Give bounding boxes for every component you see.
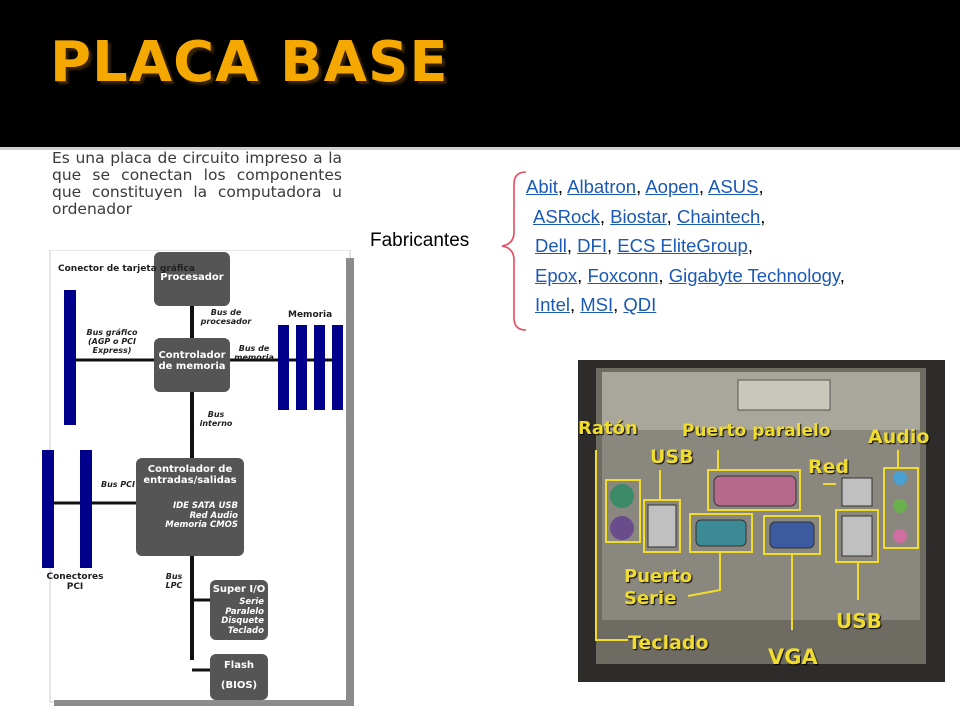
link-dfi[interactable]: DFI [577, 235, 607, 256]
manufacturers-line-2: ASRock, Biostar, Chaintech, [533, 205, 766, 227]
manufacturers-list: Abit, Albatron, Aopen, ASUS, ASRock, Bio… [526, 172, 946, 320]
fabricantes-label: Fabricantes [370, 230, 470, 251]
label-bus-procesador: Bus de procesador [200, 308, 252, 326]
photo-label-usb-top: USB [650, 446, 694, 468]
controlador-es-items: IDE SATA USB Red Audio Memoria CMOS [165, 501, 238, 530]
link-chaintech[interactable]: Chaintech [676, 205, 761, 227]
link-dell[interactable]: Dell [535, 235, 567, 256]
manufacturers-line-1: Abit, Albatron, Aopen, ASUS, [526, 176, 764, 197]
photo-label-audio: Audio [868, 426, 930, 448]
label-bus-pci: Bus PCI [100, 480, 136, 489]
manufacturers-line-5: Intel, MSI, QDI [535, 294, 657, 315]
label-bus-interno: Bus interno [199, 410, 233, 428]
photo-label-puerto-serie: Puerto Serie [624, 566, 693, 609]
photo-label-raton: Ratón [578, 418, 638, 439]
link-epox[interactable]: Epox [535, 264, 578, 286]
link-foxconn[interactable]: Foxconn [587, 264, 659, 286]
slide-title: PLACA BASE [50, 30, 449, 95]
link-ecs-elitegroup[interactable]: ECS EliteGroup [617, 235, 748, 256]
photo-graphics [578, 360, 945, 682]
label-bus-lpc: Bus LPC [165, 572, 183, 590]
link-intel[interactable]: Intel [535, 294, 570, 315]
box-bios: (BIOS) [220, 680, 258, 691]
link-albatron[interactable]: Albatron [567, 176, 637, 197]
photo-label-usb-bottom: USB [836, 609, 882, 633]
link-abit[interactable]: Abit [526, 176, 558, 197]
description-text: Es una placa de circuito impreso a la qu… [52, 149, 342, 218]
label-conector-grafica: Conector de tarjeta gráfica [58, 264, 195, 274]
photo-label-vga: VGA [768, 645, 818, 669]
diagram-graphics [42, 250, 354, 706]
graphics-connector-bar [64, 290, 76, 425]
photo-label-red: Red [808, 456, 850, 478]
motherboard-block-diagram: Conector de tarjeta gráfica Procesador B… [40, 250, 358, 710]
link-asus[interactable]: ASUS [708, 176, 759, 197]
back-panel-photo: Ratón Puerto paralelo Audio USB Red Puer… [578, 360, 945, 682]
label-bus-memoria: Bus de memoria [234, 344, 274, 362]
photo-label-teclado: Teclado [628, 632, 709, 654]
box-controlador-memoria: Controlador de memoria [158, 350, 226, 372]
title-bar: PLACA BASE [0, 0, 960, 150]
photo-label-puerto-paralelo: Puerto paralelo [682, 421, 831, 441]
label-bus-grafico: Bus gráfico (AGP o PCI Express) [86, 328, 138, 355]
link-aopen[interactable]: Aopen [645, 176, 699, 197]
label-memoria: Memoria [288, 310, 333, 320]
manufacturers-line-4: Epox, Foxconn, Gigabyte Technology, [535, 264, 845, 286]
brace-icon [501, 171, 527, 331]
super-io-items: Serie Paralelo Disquete Teclado [221, 597, 264, 636]
manufacturers-line-3: Dell, DFI, ECS EliteGroup, [535, 235, 753, 256]
link-qdi[interactable]: QDI [623, 294, 657, 315]
link-asrock[interactable]: ASRock [533, 205, 600, 227]
link-biostar[interactable]: Biostar [610, 205, 667, 227]
box-flash: Flash [223, 660, 255, 671]
box-super-io: Super I/O [212, 584, 266, 595]
label-conectores-pci: Conectores PCI [46, 572, 104, 592]
link-msi[interactable]: MSI [580, 294, 614, 315]
box-procesador: Procesador [160, 272, 224, 283]
link-gigabyte[interactable]: Gigabyte Technology [668, 264, 840, 286]
box-controlador-es: Controlador de entradas/salidas [143, 464, 237, 486]
